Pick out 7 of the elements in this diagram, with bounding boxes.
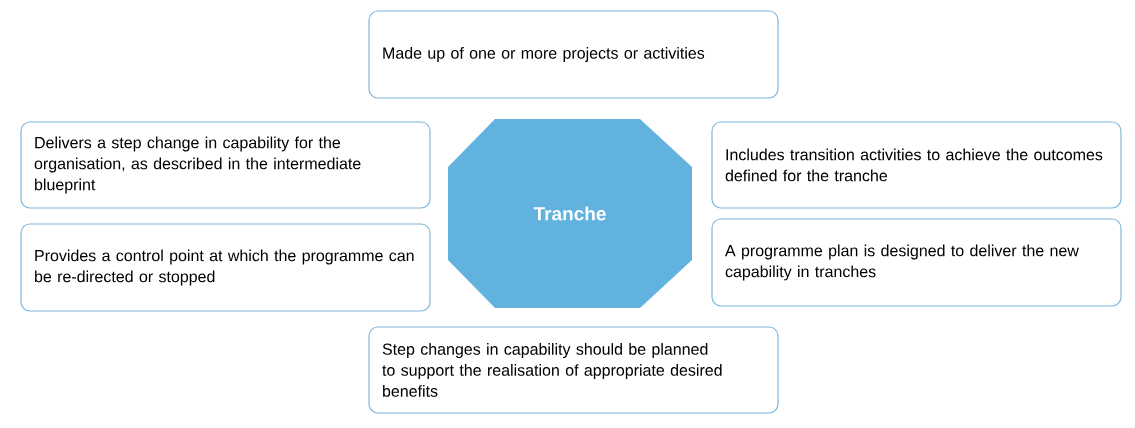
- text-box: Step changes in capability should be planned to support the realisation of appropriate desired benefits: [368, 326, 779, 414]
- text-box: A programme plan is designed to deliver the new capability in tranches: [711, 218, 1122, 307]
- text-box: Delivers a step change in capability for the organisation, as described in the intermediate blueprint: [20, 121, 431, 209]
- text-box: Provides a control point at which the programme can be re-directed or stopped: [20, 223, 431, 312]
- octagon: Tranche: [448, 119, 692, 308]
- text-box: Made up of one or more projects or activities: [368, 10, 779, 99]
- text-box: Includes transition activities to achieve the outcomes defined for the tranche: [711, 121, 1122, 209]
